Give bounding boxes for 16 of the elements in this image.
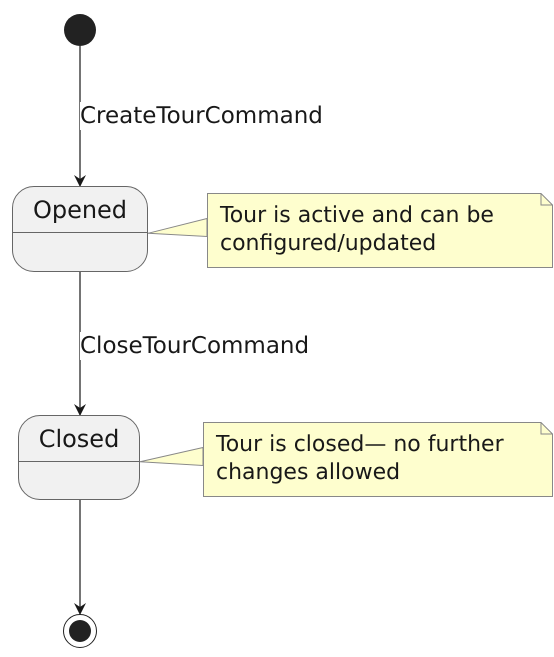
note [207, 193, 553, 268]
state-name: Opened [32, 196, 128, 224]
note-connector [140, 446, 204, 466]
note [203, 422, 553, 497]
note-connector [148, 218, 208, 238]
state-name: Closed [38, 424, 120, 452]
edge-label: CreateTourCommand [80, 102, 323, 130]
edge-label: CloseTourCommand [80, 332, 310, 360]
note-text: Tour is active and can be configured/updated [220, 202, 495, 258]
arrow [74, 272, 86, 416]
arrow [74, 500, 86, 615]
arrow [74, 46, 86, 187]
final-state-symbol [63, 614, 97, 648]
state-box [18, 415, 140, 500]
note-text: Tour is closed— no further changes allowed [216, 431, 505, 487]
state-box [12, 186, 148, 272]
